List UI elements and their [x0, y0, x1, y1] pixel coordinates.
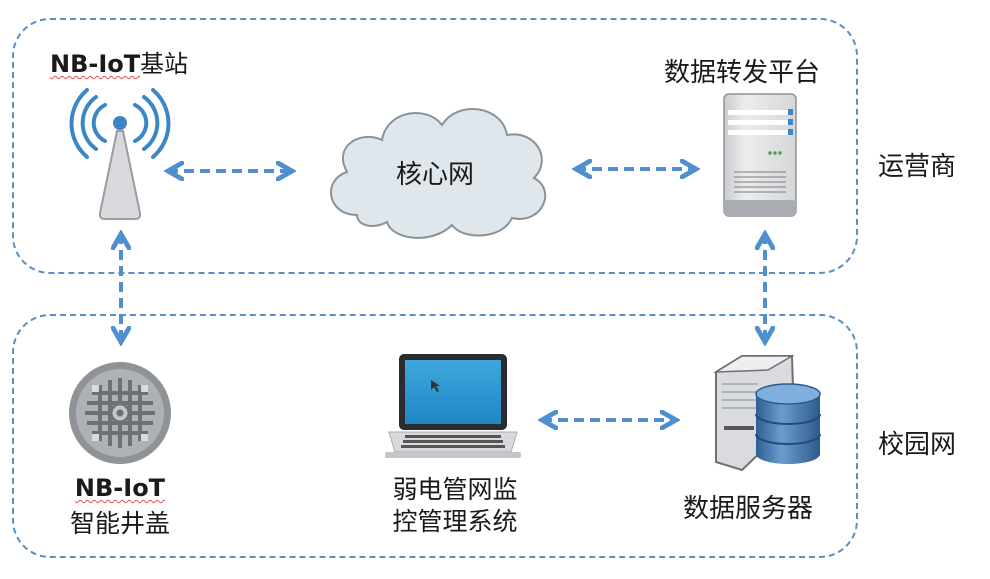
- base-station-label-suffix: 基站: [140, 50, 189, 78]
- database-server-icon: [713, 355, 821, 472]
- manhole-cover-label-line1: NB-IoT: [74, 474, 166, 502]
- core-network-label: 核心网: [395, 160, 474, 190]
- data-server-label: 数据服务器: [683, 494, 814, 524]
- monitoring-system-label: 弱电管网监 控管理系统: [350, 474, 560, 538]
- campus-zone-label: 校园网: [878, 430, 957, 460]
- monitoring-system-label-line1: 弱电管网监: [392, 475, 518, 504]
- manhole-cover-label-line2: 智能井盖: [69, 509, 170, 538]
- server-tower-icon: [723, 93, 797, 217]
- laptop-icon: [385, 354, 521, 458]
- manhole-cover-label: NB-IoT 智能井盖: [40, 474, 200, 540]
- operator-zone: [12, 18, 858, 274]
- cloud-icon: [330, 108, 547, 239]
- cell-tower-icon: [69, 88, 171, 220]
- forwarding-platform-label: 数据转发平台: [664, 58, 821, 88]
- manhole-cover-icon: [69, 362, 171, 464]
- campus-zone: [12, 314, 858, 558]
- operator-zone-label: 运营商: [878, 152, 957, 182]
- base-station-label-prefix: NB-IoT: [50, 50, 141, 78]
- base-station-label: NB-IoT基站: [50, 44, 188, 79]
- monitoring-system-label-line2: 控管理系统: [392, 507, 518, 536]
